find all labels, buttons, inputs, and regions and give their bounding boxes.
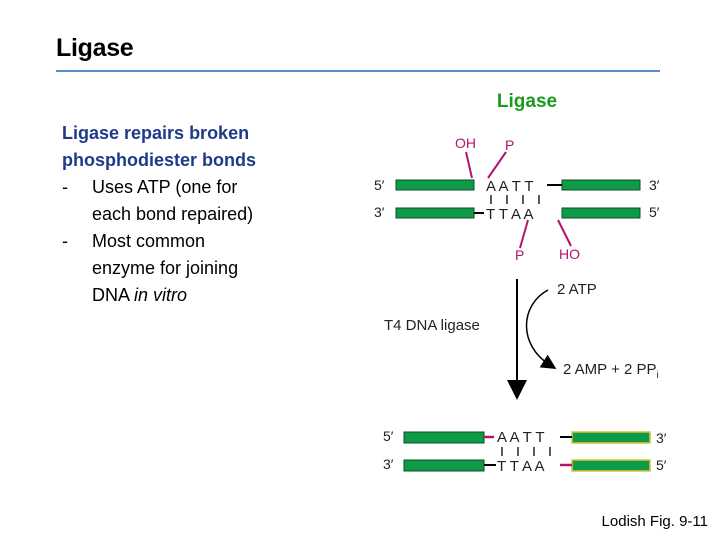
product-bottom-right-strand xyxy=(571,459,651,472)
bottom-strand-label-left: 3′ xyxy=(374,204,385,220)
enzyme-label: T4 DNA ligase xyxy=(384,317,480,334)
oh-bond xyxy=(465,151,473,179)
output-label-main: 2 AMP + 2 PP xyxy=(563,361,657,378)
output-label: 2 AMP + 2 PPi xyxy=(563,361,659,381)
top-strand-label-right: 3′ xyxy=(649,177,660,193)
lead-line-1: Ligase repairs broken xyxy=(62,123,250,143)
ho-label: HO xyxy=(559,246,580,262)
bullet-item-atp: - Uses ATP (one for each bond repaired) xyxy=(62,174,312,228)
p-bond-top xyxy=(487,151,507,179)
bullet-2-line-1: Most common xyxy=(92,231,206,251)
figure-credit: Lodish Fig. 9-11 xyxy=(601,513,708,530)
figure-title: Ligase xyxy=(497,91,557,112)
input-label: 2 ATP xyxy=(557,281,597,298)
product-top-left-strand xyxy=(403,431,485,444)
bottom-strand-label-right: 5′ xyxy=(649,204,660,220)
bullet-2-line-3: DNA in vitro xyxy=(92,282,312,309)
top-base-pair-ticks xyxy=(490,195,540,204)
product-top-sequence: A A T T xyxy=(497,429,545,446)
product-bottom-sequence: T T A A xyxy=(497,458,545,475)
bottom-sequence: T T A A xyxy=(486,206,534,223)
output-label-subscript: i xyxy=(657,370,659,381)
product-top-right-strand xyxy=(571,431,651,444)
product-bottom-label-left: 3′ xyxy=(383,456,394,472)
bullet-1-line-1: Uses ATP (one for xyxy=(92,177,238,197)
bottom-left-strand xyxy=(395,207,475,219)
bullet-2-line-3-italic: in vitro xyxy=(134,285,188,305)
bullet-2-line-2: enzyme for joining xyxy=(92,258,239,278)
top-right-strand xyxy=(561,179,641,191)
ho-bond xyxy=(557,219,572,247)
product-top-label-left: 5′ xyxy=(383,428,394,444)
bullet-item-in-vitro: - Most common enzyme for joining DNA in … xyxy=(62,228,312,309)
slide-title: Ligase xyxy=(56,34,134,62)
bottom-right-strand xyxy=(561,207,641,219)
top-left-strand xyxy=(395,179,475,191)
bullet-dash: - xyxy=(62,177,68,197)
bullet-1-line-2: each bond repaired) xyxy=(92,204,254,224)
title-divider xyxy=(56,70,660,72)
top-strand-label-left: 5′ xyxy=(374,177,385,193)
p-label-bottom: P xyxy=(515,247,524,263)
product-top-label-right: 3′ xyxy=(656,430,667,446)
body-text: Ligase repairs broken phosphodiester bon… xyxy=(62,120,312,309)
product-base-pair-ticks xyxy=(501,447,551,456)
lead-line-2: phosphodiester bonds xyxy=(62,150,257,170)
oh-label: OH xyxy=(455,135,476,151)
bullet-dash: - xyxy=(62,231,68,251)
product-bottom-left-strand xyxy=(403,459,485,472)
p-label-top: P xyxy=(505,137,514,153)
top-sequence: A A T T xyxy=(486,178,534,195)
cofactor-arrow xyxy=(525,289,557,369)
bullet-2-line-3-plain: DNA xyxy=(92,285,135,305)
product-bottom-label-right: 5′ xyxy=(656,457,667,473)
p-bond-bottom xyxy=(519,219,529,249)
